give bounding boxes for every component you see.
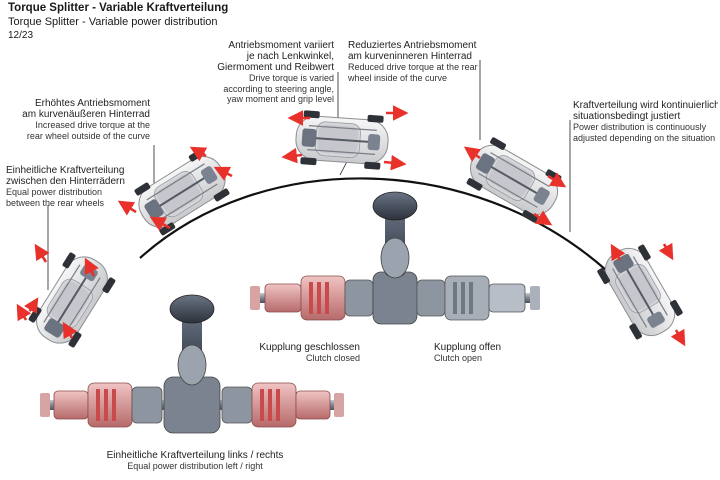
page-subtitle: Torque Splitter - Variable power distrib… — [8, 16, 218, 28]
curve-path — [139, 177, 609, 273]
force-arrow-icon — [16, 105, 686, 347]
caption-en: Drive torque is varied according to stee… — [223, 73, 334, 104]
caption-de: Antriebsmoment variiert je nach Lenkwink… — [217, 40, 334, 73]
rear-axle-drive-icon — [250, 191, 540, 325]
caption-de: Einheitliche Kraftverteilung links / rec… — [106, 450, 284, 461]
page-title: Torque Splitter - Variable Kraftverteilu… — [8, 2, 229, 14]
caption-de: Kupplung offen — [434, 342, 502, 353]
caption-de: Kupplung geschlossen — [259, 342, 360, 353]
caption-de: Einheitliche Kraftverteilung zwischen de… — [6, 165, 125, 187]
caption-torque-varied: Antriebsmoment variiert je nach Lenkwink… — [196, 40, 334, 105]
rear-axle-drive-icon — [40, 294, 344, 434]
caption-de: Reduziertes Antriebsmoment am kurveninne… — [348, 40, 477, 62]
caption-en: Equal power distribution left / right — [127, 461, 263, 471]
caption-en: Clutch open — [434, 353, 483, 363]
caption-equal-lr: Einheitliche Kraftverteilung links / rec… — [60, 450, 330, 472]
caption-de: Erhöhtes Antriebsmoment am kurvenäußeren… — [22, 98, 150, 120]
page-number: 12/23 — [8, 30, 34, 41]
car-icon — [127, 143, 237, 241]
caption-en: Power distribution is continuously adjus… — [573, 122, 716, 143]
caption-continuous: Kraftverteilung wird kontinuierlich situ… — [573, 100, 718, 143]
caption-en: Equal power distribution between the rea… — [6, 187, 105, 208]
caption-en: Clutch closed — [305, 353, 360, 363]
caption-de: Kraftverteilung wird kontinuierlich situ… — [573, 100, 718, 122]
caption-en: Reduced drive torque at the rear wheel i… — [348, 62, 478, 83]
caption-clutch-closed: Kupplung geschlossen Clutch closed — [230, 342, 360, 364]
car-icon — [592, 237, 688, 347]
caption-en: Increased drive torque at the rear wheel… — [26, 120, 150, 141]
car-icon — [459, 132, 569, 228]
caption-reduced-inside: Reduziertes Antriebsmoment am kurveninne… — [348, 40, 478, 83]
caption-clutch-open: Kupplung offen Clutch open — [434, 342, 501, 364]
caption-increased-outside: Erhöhtes Antriebsmoment am kurvenäußeren… — [20, 98, 150, 141]
caption-equal-rear: Einheitliche Kraftverteilung zwischen de… — [6, 165, 125, 208]
